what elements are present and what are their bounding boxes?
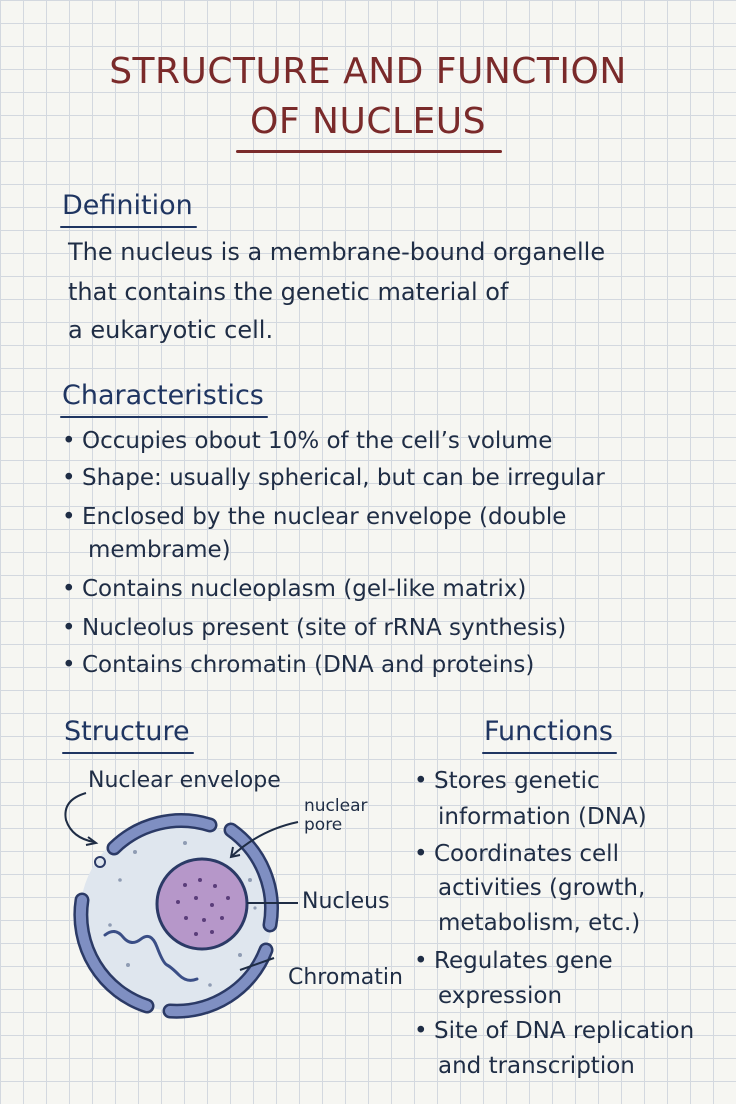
- structure-heading: Structure: [62, 716, 194, 754]
- label-nuclear-pore-line1: nuclear: [304, 796, 368, 816]
- bullet-dot: •: [62, 576, 76, 602]
- arrow-head-icon: [229, 846, 241, 859]
- function-text: Coordinates cell: [434, 841, 619, 867]
- definition-line-1: The nucleus is a membrane-bound organell…: [68, 238, 606, 266]
- list-item: •Contains chromatin (DNA and proteins): [62, 654, 534, 677]
- page-title-line1: STRUCTURE AND FUNCTION: [109, 51, 627, 92]
- chromatin-strand: [103, 930, 199, 982]
- page-title-line2: OF NUCLEUS: [250, 101, 486, 142]
- list-item: •Coordinates cell: [414, 843, 619, 866]
- label-nucleus: Nucleus: [302, 889, 390, 914]
- function-continuation: metabolism, etc.): [438, 910, 641, 936]
- function-continuation: and transcription: [438, 1053, 635, 1079]
- characteristic-text: Contains chromatin (DNA and proteins): [82, 652, 535, 678]
- bullet-dot: •: [62, 465, 76, 491]
- definition-heading: Definition: [60, 190, 197, 228]
- cytoplasm-speckles: [108, 841, 257, 987]
- title-underline: [236, 150, 502, 153]
- list-item: •Enclosed by the nuclear envelope (doubl…: [62, 506, 566, 529]
- list-item: •Occupies obout 10% of the cell’s volume: [62, 430, 552, 453]
- definition-line-3: a eukaryotic cell.: [68, 316, 274, 344]
- bullet-dot: •: [62, 615, 76, 641]
- list-item: •Shape: usually spherical, but can be ir…: [62, 467, 605, 490]
- characteristic-text: Contains nucleoplasm (gel-like matrix): [82, 576, 527, 602]
- function-text: Site of DNA replication: [434, 1018, 695, 1044]
- list-item: •Regulates gene: [414, 950, 613, 973]
- characteristic-text: Occupies obout 10% of the cell’s volume: [82, 428, 553, 454]
- label-nuclear-pore-line2: pore: [304, 815, 343, 835]
- leader-chromatin: [239, 957, 275, 971]
- nuclear-pore: [94, 856, 106, 868]
- characteristic-text: Shape: usually spherical, but can be irr…: [82, 465, 605, 491]
- function-text: Stores genetic: [434, 768, 600, 794]
- arrow-head-icon: [85, 836, 99, 846]
- characteristic-text: Nucleolus present (site of rRNA synthesi…: [82, 615, 567, 641]
- characteristic-continuation: membrame): [88, 537, 231, 563]
- list-item: •Site of DNA replication: [414, 1020, 694, 1043]
- list-item: •Nucleolus present (site of rRNA synthes…: [62, 617, 566, 640]
- characteristic-text: Enclosed by the nuclear envelope (double: [82, 504, 567, 530]
- bullet-dot: •: [414, 841, 428, 867]
- functions-heading: Functions: [482, 716, 617, 754]
- bullet-dot: •: [62, 428, 76, 454]
- leader-envelope: [64, 792, 95, 843]
- bullet-dot: •: [62, 652, 76, 678]
- nucleolus-dots: [176, 878, 230, 936]
- function-continuation: expression: [438, 983, 563, 1009]
- list-item: •Contains nucleoplasm (gel-like matrix): [62, 578, 526, 601]
- label-chromatin: Chromatin: [288, 965, 403, 990]
- characteristics-heading: Characteristics: [60, 380, 268, 418]
- function-text: Regulates gene: [434, 948, 613, 974]
- definition-line-2: that contains the genetic material of: [68, 278, 509, 306]
- bullet-dot: •: [414, 768, 428, 794]
- bullet-dot: •: [414, 948, 428, 974]
- leader-pore: [231, 821, 299, 857]
- function-continuation: information (DNA): [438, 804, 647, 830]
- bullet-dot: •: [414, 1018, 428, 1044]
- function-continuation: activities (growth,: [438, 875, 646, 901]
- nucleus-body: [155, 857, 249, 951]
- label-nuclear-envelope: Nuclear envelope: [88, 768, 281, 793]
- list-item: •Stores genetic: [414, 770, 600, 793]
- bullet-dot: •: [62, 504, 76, 530]
